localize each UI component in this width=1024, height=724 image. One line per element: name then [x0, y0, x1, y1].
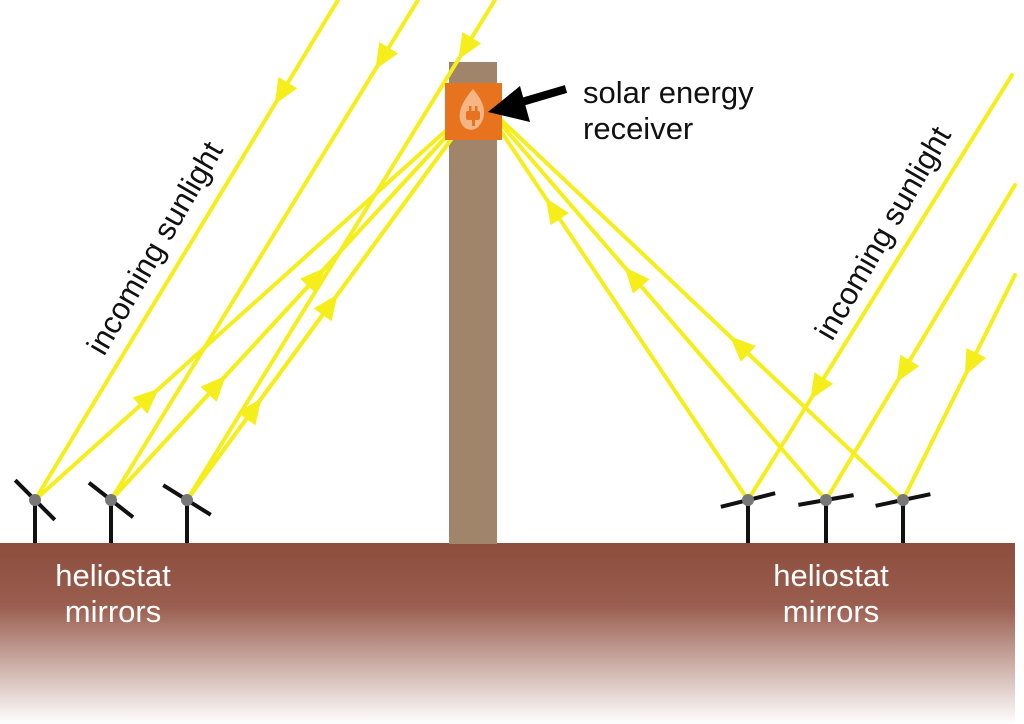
heliostat-pivot	[897, 494, 909, 506]
heliostat-mirrors-label-left-line1: heliostat	[55, 558, 171, 593]
heliostat-mirrors	[13, 478, 931, 543]
heliostat-pivot	[105, 494, 117, 506]
heliostat-mirrors-label-right-line2: mirrors	[783, 594, 879, 629]
reflected-ray	[478, 98, 750, 502]
heliostat	[875, 492, 931, 543]
ground	[0, 543, 1015, 724]
heliostat	[798, 493, 854, 543]
incoming-ray	[109, 0, 420, 502]
heliostat	[87, 481, 135, 543]
reflected-ray-arrowhead	[313, 294, 338, 322]
heliostat-pivot	[181, 494, 193, 506]
incoming-ray-arrowhead	[896, 354, 920, 383]
incoming-ray	[824, 183, 1017, 502]
heliostat-pivot	[820, 494, 832, 506]
incoming-sunlight-label-right: incoming sunlight	[808, 120, 958, 345]
heliostat	[720, 491, 776, 543]
reflected-ray-arrowhead	[237, 398, 262, 426]
incoming-ray	[746, 73, 1014, 502]
ray-arrowheads	[132, 31, 987, 426]
reflected-ray-arrowhead	[300, 267, 326, 294]
heliostat	[13, 478, 57, 543]
incoming-ray-arrowhead	[274, 77, 298, 105]
receiver-pointer-arrow	[488, 85, 568, 122]
heliostat-mirrors-label-left-line2: mirrors	[65, 594, 161, 629]
reflected-ray	[109, 98, 482, 502]
incoming-ray-arrowhead	[375, 42, 399, 70]
heliostat-pivot	[29, 494, 41, 506]
incoming-ray-arrowhead	[810, 372, 834, 400]
reflected-ray	[478, 98, 905, 502]
heliostat	[162, 483, 212, 543]
incoming-sunlight-label-left: incoming sunlight	[80, 135, 230, 360]
incoming-ray	[901, 273, 1017, 502]
reflected-ray-arrowhead	[729, 336, 756, 362]
heliostat-pivot	[742, 494, 754, 506]
reflected-ray-arrowhead	[545, 197, 569, 226]
flame-plug-icon	[459, 89, 485, 130]
incoming-ray-arrowhead	[964, 347, 987, 376]
incoming-ray	[33, 0, 340, 502]
heliostat-mirrors-label-right-line1: heliostat	[773, 558, 889, 593]
tower	[449, 62, 497, 544]
reflected-ray-arrowhead	[200, 375, 226, 402]
receiver-label-line1: solar energy	[583, 75, 754, 110]
receiver-label-line2: receiver	[583, 111, 693, 146]
reflected-ray-arrowhead	[624, 267, 650, 294]
reflected-ray-arrowhead	[132, 388, 159, 414]
reflected-ray	[478, 98, 828, 502]
reflected-ray	[33, 98, 482, 502]
incoming-ray-arrowhead	[458, 31, 482, 60]
